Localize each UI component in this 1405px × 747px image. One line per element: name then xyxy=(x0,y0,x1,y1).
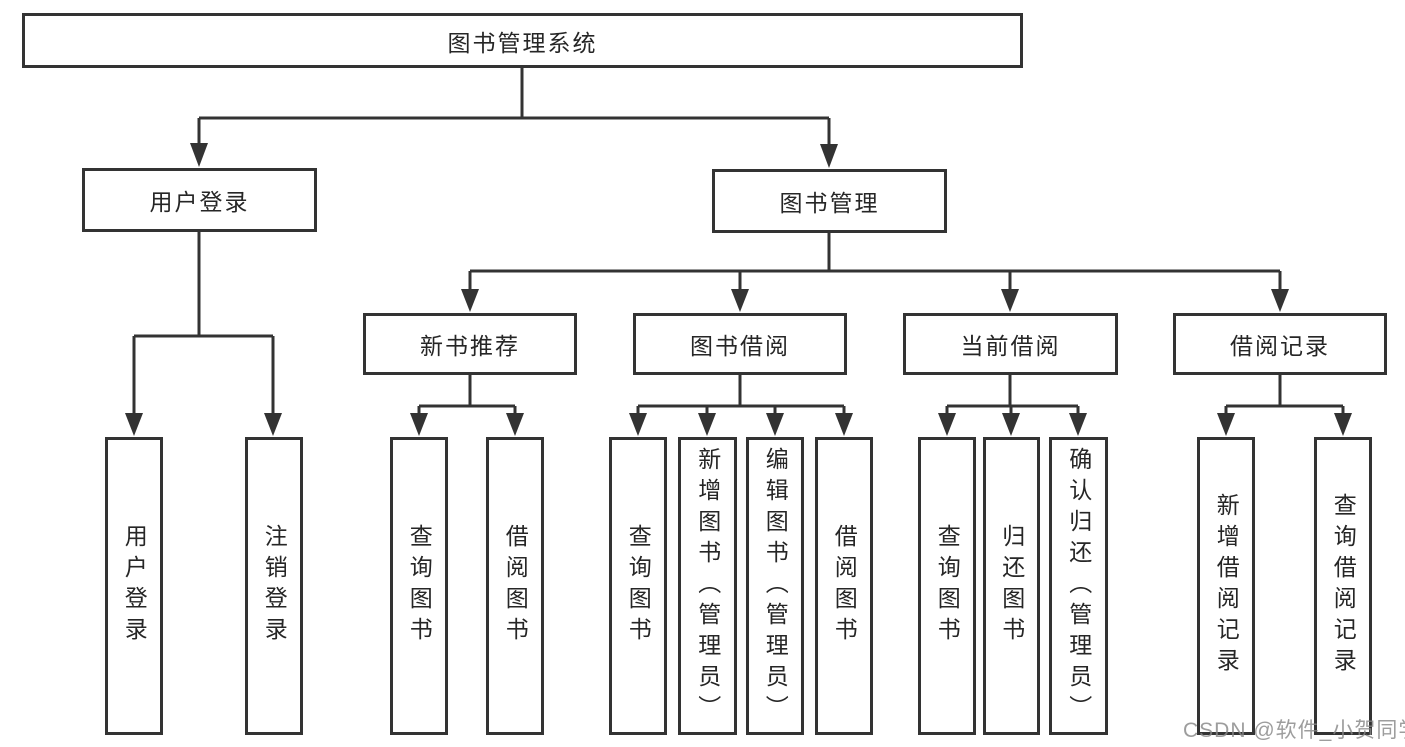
leaf-logout: 注销登录 xyxy=(245,437,303,735)
arrow-down-icon xyxy=(1334,413,1352,436)
leaf-label: 查询图书 xyxy=(625,524,652,648)
leaf-confirm-return-admin: 确认归还（管理员） xyxy=(1049,437,1108,735)
arrow-down-icon xyxy=(410,413,428,436)
leaf-return-books: 归还图书 xyxy=(983,437,1040,735)
arrowheads xyxy=(125,143,1352,436)
node-user-login: 用户登录 xyxy=(82,168,317,232)
arrow-down-icon xyxy=(1271,289,1289,312)
leaf-borrow-books: 借阅图书 xyxy=(815,437,873,735)
leaf-label: 编辑图书（管理员） xyxy=(762,446,789,726)
leaf-query-books-recommend: 查询图书 xyxy=(390,437,448,735)
leaf-label: 注销登录 xyxy=(261,524,288,648)
leaf-add-books-admin: 新增图书（管理员） xyxy=(678,437,737,735)
arrow-down-icon xyxy=(938,413,956,436)
leaf-query-books-current: 查询图书 xyxy=(918,437,976,735)
leaf-add-borrow-record: 新增借阅记录 xyxy=(1197,437,1255,735)
arrow-down-icon xyxy=(461,289,479,312)
arrow-down-icon xyxy=(190,143,208,167)
node-book-management: 图书管理 xyxy=(712,169,947,233)
arrow-down-icon xyxy=(1002,413,1020,436)
arrow-down-icon xyxy=(1001,289,1019,312)
node-book-borrow: 图书借阅 xyxy=(633,313,847,375)
leaf-label: 查询图书 xyxy=(406,524,433,648)
arrow-down-icon xyxy=(1069,413,1087,436)
arrow-down-icon xyxy=(264,413,282,436)
leaf-label: 新增图书（管理员） xyxy=(694,446,721,726)
leaf-label: 借阅图书 xyxy=(831,524,858,648)
arrow-down-icon xyxy=(629,413,647,436)
leaf-label: 查询图书 xyxy=(934,524,961,648)
leaf-label: 借阅图书 xyxy=(502,524,529,648)
arrow-down-icon xyxy=(1217,413,1235,436)
arrow-down-icon xyxy=(835,413,853,436)
leaf-label: 确认归还（管理员） xyxy=(1065,446,1092,726)
leaf-label: 归还图书 xyxy=(998,524,1025,648)
leaf-query-borrow-record: 查询借阅记录 xyxy=(1314,437,1372,735)
csdn-watermark: CSDN @软件_小贺同学 xyxy=(1183,719,1405,742)
arrow-down-icon xyxy=(731,289,749,312)
node-current-borrow: 当前借阅 xyxy=(903,313,1118,375)
arrow-down-icon xyxy=(698,413,716,436)
leaf-query-books-borrow: 查询图书 xyxy=(609,437,667,735)
node-root: 图书管理系统 xyxy=(22,13,1023,68)
leaf-user-login: 用户登录 xyxy=(105,437,163,735)
leaf-borrow-books-recommend: 借阅图书 xyxy=(486,437,544,735)
arrow-down-icon xyxy=(766,413,784,436)
leaf-label: 用户登录 xyxy=(121,524,148,648)
arrow-down-icon xyxy=(506,413,524,436)
connector-path xyxy=(132,68,1345,419)
arrow-down-icon xyxy=(125,413,143,436)
leaf-label: 新增借阅记录 xyxy=(1213,493,1240,679)
node-borrow-records: 借阅记录 xyxy=(1173,313,1387,375)
leaf-edit-books-admin: 编辑图书（管理员） xyxy=(746,437,804,735)
node-new-book-recommend: 新书推荐 xyxy=(363,313,577,375)
arrow-down-icon xyxy=(820,144,838,168)
leaf-label: 查询借阅记录 xyxy=(1330,493,1357,679)
